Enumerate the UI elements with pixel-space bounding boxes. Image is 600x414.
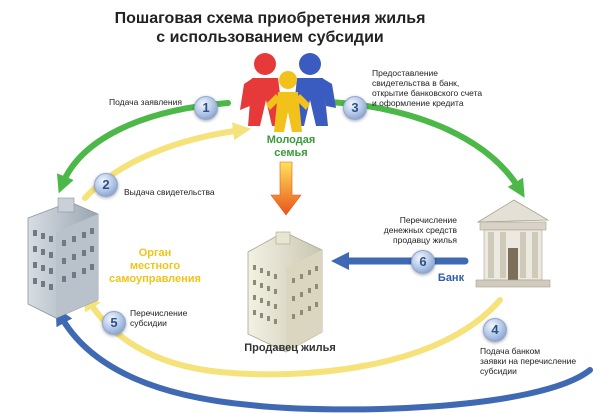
arrow-step4-5 — [83, 292, 503, 378]
step-badge-5: 5 — [102, 311, 126, 335]
step-label-2: Выдача свидетельства — [124, 187, 215, 197]
step-badge-1: 1 — [194, 96, 218, 120]
family-icon — [240, 53, 336, 132]
seller-building-icon — [247, 231, 323, 353]
family-label: Молодая семья — [266, 134, 316, 159]
bank-building-icon — [475, 199, 551, 288]
arrow-step5-outer — [55, 307, 593, 413]
step-label-4: Подача банком заявки на перечисление суб… — [480, 346, 577, 376]
arrow-family-to-seller — [270, 161, 302, 216]
step-badge-6: 6 — [411, 250, 435, 274]
seller-label: Продавец жилья — [244, 342, 336, 354]
authority-label: Орган местного самоуправления — [109, 247, 201, 285]
diagram-title: Пошаговая схема приобретения жилья с исп… — [60, 9, 480, 47]
step-label-6: Перечисление денежных средств продавцу ж… — [383, 215, 457, 245]
step-label-3: Предоставление свидетельства в банк, отк… — [372, 68, 483, 108]
step-badge-2: 2 — [94, 173, 118, 197]
title-line-1: Пошаговая схема приобретения жилья — [114, 10, 426, 27]
step-badge-4: 4 — [483, 318, 507, 342]
authority-building-icon — [27, 197, 99, 319]
step-badge-3: 3 — [343, 96, 367, 120]
step-label-5: Перечисление субсидии — [130, 308, 188, 328]
title-line-2: с использованием субсидии — [156, 29, 384, 46]
step-label-1: Подача заявления — [109, 97, 182, 107]
bank-label: Банк — [437, 272, 465, 284]
